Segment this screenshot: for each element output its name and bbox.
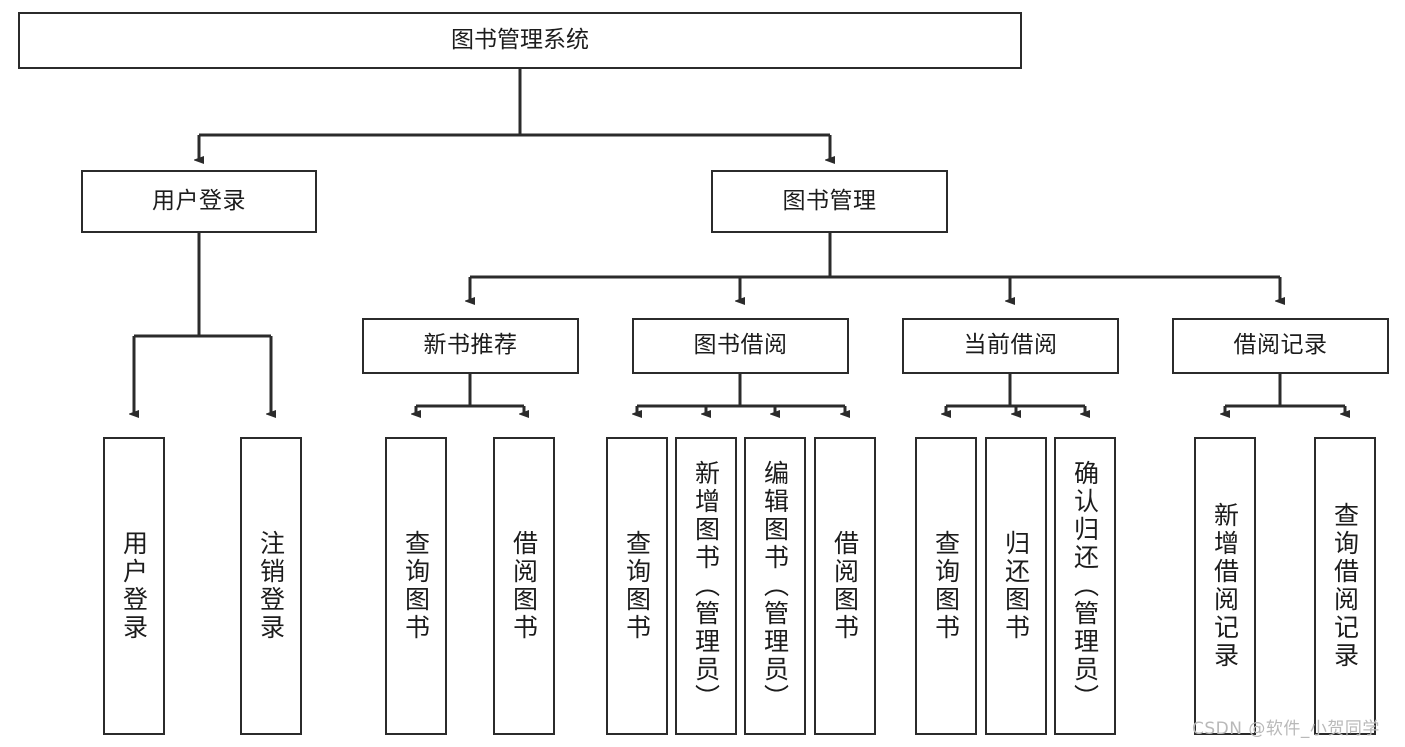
node-label: 注销登录 [256,530,286,642]
node-label: 当前借阅 [963,332,1058,359]
node-label: 图书借阅 [693,332,788,359]
leaf-rec-borrow[interactable]: 借阅图书 [493,437,555,735]
node-label: 借阅记录 [1233,332,1328,359]
node-label: 借阅图书 [830,530,860,642]
leaf-rec-add[interactable]: 新增借阅记录 [1194,437,1256,735]
node-new-book-rec[interactable]: 新书推荐 [362,318,579,374]
leaf-borrow-edit[interactable]: 编辑图书（管理员） [744,437,806,735]
leaf-borrow-add[interactable]: 新增图书（管理员） [675,437,737,735]
node-label: 图书管理 [782,187,877,214]
leaf-cur-return[interactable]: 归还图书 [985,437,1047,735]
node-root-system[interactable]: 图书管理系统 [18,12,1022,69]
node-label: 编辑图书（管理员） [760,460,790,712]
node-label: 用户登录 [152,187,246,214]
node-book-manage[interactable]: 图书管理 [711,170,948,233]
leaf-user-login[interactable]: 用户登录 [103,437,165,735]
node-label: 借阅图书 [509,530,539,642]
leaf-cur-query[interactable]: 查询图书 [915,437,977,735]
node-label: 新增图书（管理员） [691,460,721,712]
node-label: 查询图书 [401,530,431,642]
node-label: 用户登录 [119,530,149,642]
leaf-rec-query[interactable]: 查询图书 [385,437,447,735]
node-borrow-record[interactable]: 借阅记录 [1172,318,1389,374]
leaf-rec-query2[interactable]: 查询借阅记录 [1314,437,1376,735]
leaf-user-logout[interactable]: 注销登录 [240,437,302,735]
node-user-login[interactable]: 用户登录 [81,170,317,233]
node-label: 查询图书 [931,530,961,642]
node-label: 查询借阅记录 [1330,502,1360,670]
node-label: 查询图书 [622,530,652,642]
node-current-borrow[interactable]: 当前借阅 [902,318,1119,374]
node-label: 图书管理系统 [451,26,589,53]
node-label: 确认归还（管理员） [1070,460,1100,712]
node-label: 归还图书 [1001,530,1031,642]
node-label: 新书推荐 [423,332,518,359]
leaf-borrow-do[interactable]: 借阅图书 [814,437,876,735]
node-book-borrow[interactable]: 图书借阅 [632,318,849,374]
leaf-borrow-query[interactable]: 查询图书 [606,437,668,735]
leaf-cur-confirm[interactable]: 确认归还（管理员） [1054,437,1116,735]
node-label: 新增借阅记录 [1210,502,1240,670]
